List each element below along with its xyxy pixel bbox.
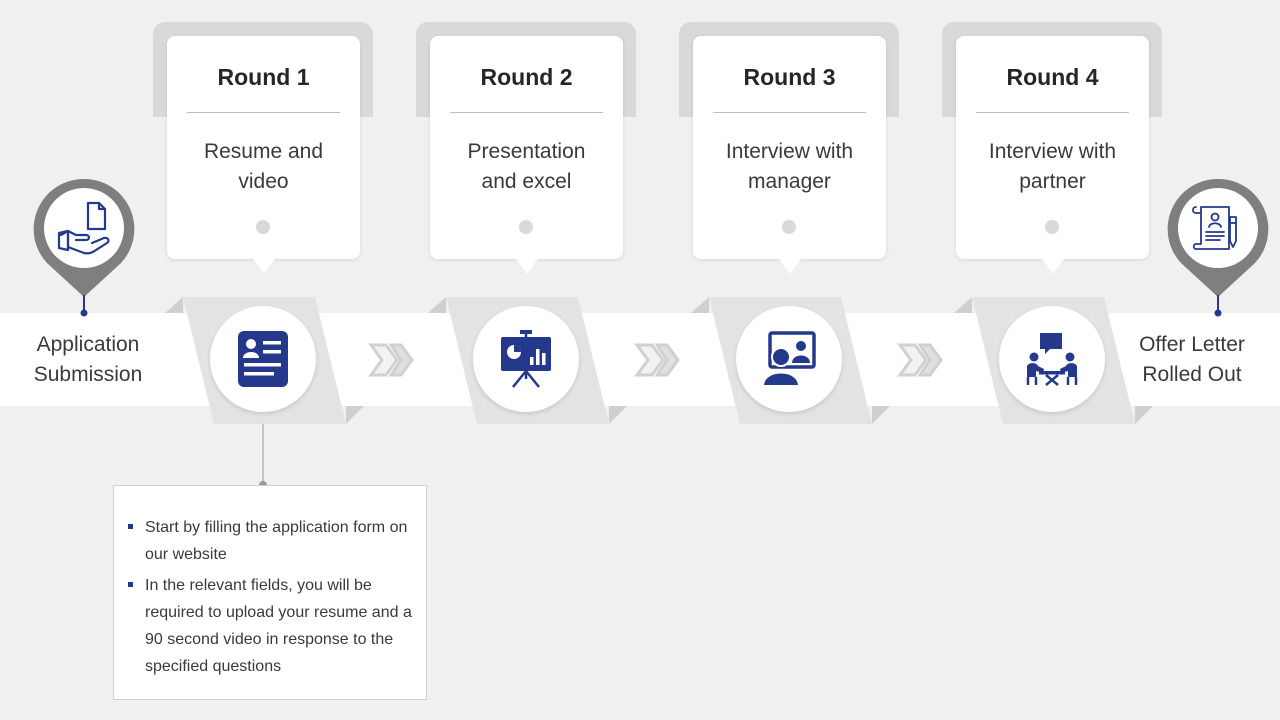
fold-br-2 (609, 406, 627, 424)
card-dot (256, 220, 270, 234)
details-item-text: In the relevant fields, you will be requ… (145, 577, 412, 675)
contract-signature-icon (1192, 206, 1237, 250)
hand-document-icon (57, 201, 110, 255)
fold-br-3 (872, 406, 890, 424)
resume-icon (238, 331, 288, 387)
fold-tl-1 (165, 297, 183, 313)
round-card-4: Round 4 Interview with partner (956, 36, 1149, 274)
meeting-table-icon (1026, 333, 1078, 386)
start-label-line2: Submission (33, 363, 143, 386)
round-description: Interview with partner (964, 137, 1141, 197)
title-divider (713, 112, 866, 113)
round-description-line2: partner (1019, 170, 1086, 193)
chevron-arrow-icon (634, 343, 680, 377)
step-circle-1 (210, 306, 316, 412)
title-divider (450, 112, 603, 113)
card-pointer (779, 259, 801, 274)
round-title: Round 4 (1006, 64, 1099, 90)
chevron-arrow-icon (368, 343, 414, 377)
step-circle-4 (999, 306, 1105, 412)
start-label: Application Submission (18, 330, 158, 390)
round-card-1: Round 1 Resume and video (167, 36, 360, 274)
card-dot (1045, 220, 1059, 234)
chevron-arrow-icon (897, 343, 943, 377)
card-pointer (253, 259, 275, 274)
title-divider (187, 112, 340, 113)
round-title: Round 3 (743, 64, 836, 90)
bullet-marker (128, 582, 133, 587)
card-dot (782, 220, 796, 234)
bullet-marker (128, 524, 133, 529)
start-label-line1: Application (36, 333, 140, 356)
round-card-2: Round 2 Presentation and excel (430, 36, 623, 274)
round-title: Round 1 (217, 64, 310, 90)
round-description-line2: manager (748, 170, 831, 193)
round-description-line1: Interview with (725, 140, 854, 163)
end-label: Offer Letter Rolled Out (1122, 330, 1262, 390)
fold-br-1 (346, 406, 364, 424)
round-details-box: Start by filling the application form on… (113, 485, 427, 700)
end-label-line2: Rolled Out (1142, 363, 1242, 386)
round-description: Presentation and excel (438, 137, 615, 197)
end-pin (1166, 177, 1270, 317)
round-description-line2: and excel (481, 170, 572, 193)
details-item-text: Start by filling the application form on… (145, 519, 408, 563)
details-item: In the relevant fields, you will be requ… (128, 572, 416, 680)
round-description-line1: Interview with (988, 140, 1117, 163)
video-call-icon (761, 331, 816, 387)
start-pin (32, 177, 136, 317)
fold-tl-4 (954, 297, 972, 313)
round-description: Interview with manager (701, 137, 878, 197)
details-item: Start by filling the application form on… (128, 514, 416, 568)
round-description-line2: video (238, 170, 289, 193)
step-circle-3 (736, 306, 842, 412)
step-circle-2 (473, 306, 579, 412)
end-label-line1: Offer Letter (1139, 333, 1245, 356)
card-dot (519, 220, 533, 234)
round-card-3: Round 3 Interview with manager (693, 36, 886, 274)
presentation-board-icon (501, 330, 551, 388)
round-description-line1: Presentation (467, 140, 586, 163)
fold-tl-2 (428, 297, 446, 313)
card-pointer (1042, 259, 1064, 274)
round-description-line1: Resume and (203, 140, 324, 163)
fold-br-4 (1135, 406, 1153, 424)
round-title: Round 2 (480, 64, 573, 90)
card-pointer (516, 259, 538, 274)
details-list: Start by filling the application form on… (114, 486, 426, 680)
round-description: Resume and video (175, 137, 352, 197)
fold-tl-3 (691, 297, 709, 313)
title-divider (976, 112, 1129, 113)
